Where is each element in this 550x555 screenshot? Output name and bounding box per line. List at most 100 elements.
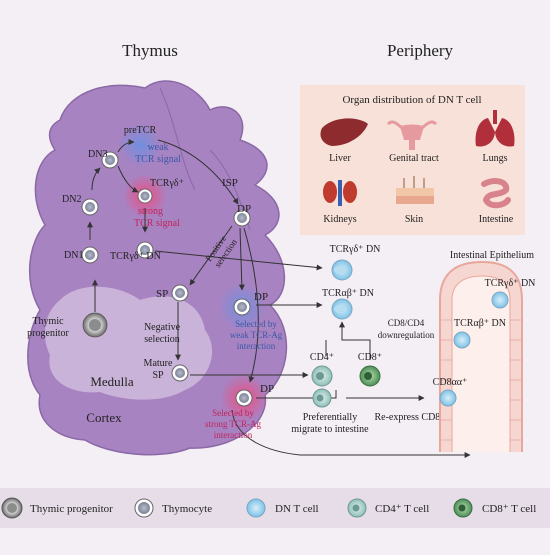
medulla-region [44,286,213,400]
tcrgd-dn-label: TCRγδ⁺ DN [110,251,161,262]
thymic-progenitor-label: Thymic [32,316,64,327]
dn2-label: DN2 [62,194,81,205]
legend-thymic-progenitor-icon [1,497,23,519]
reexpress-label: Re-express CD8α [374,412,446,423]
thymus-header: Thymus [122,41,178,60]
mature-sp-cell [171,364,189,382]
intestine-label: Intestine [479,214,514,225]
negative-selection-label: selection [144,334,180,345]
genital-tract-icon [386,120,438,150]
strong-selection-label: strong TCR-Ag [205,419,262,429]
arrow [243,227,259,383]
strong-selection-label: interaction [214,430,253,440]
strong-tcr-label: TCR signal [134,218,180,229]
kidneys-icon [323,180,357,206]
arrow [339,321,371,360]
sp-cell [171,284,189,302]
strong-tcr-label: strong [138,206,163,217]
cd4-cell [311,365,333,387]
tcrgd-cell [137,188,153,204]
periphery-tcrgd-dn-label: TCRγδ⁺ DN [330,244,381,255]
organ-distribution-panel [300,85,525,235]
legend-thymocyte-label: Thymocyte [162,503,212,515]
thymic-progenitor-cell [82,312,108,338]
weak-tcr-label: weak [147,142,168,153]
epithelium-tcrgd-cell [491,291,509,309]
legend-cd8-t-cell-label: CD8⁺ T cell [482,503,536,515]
weak-selection-label: Selected by [235,319,277,329]
cd4-label: CD4⁺ [310,352,334,363]
arrow [256,390,337,399]
tcrgd-label: TCRγδ⁺ [150,178,184,189]
epithelium-title: Intestinal Epithelium [450,250,534,261]
migrating-cd4-cell [312,388,332,408]
dn3-label: DN3 [88,149,107,160]
skin-label: Skin [405,214,423,225]
dn2-cell [81,198,99,216]
dp-label: DP [237,203,251,215]
periphery-tcrab-dn-label: TCRαβ⁺ DN [322,288,374,299]
legend-thymic-progenitor-label: Thymic progenitor [30,503,113,515]
cd8-cell [359,365,381,387]
mature-sp-label: SP [152,370,164,381]
arrow [154,250,323,271]
thymic-progenitor-label: progenitor [27,328,69,339]
epithelium-tcrab-cell [453,331,471,349]
arrow [157,139,239,205]
negative-selection-label: Negative [144,322,181,333]
weak-tcr-label: TCR signal [135,154,181,165]
tcrgd-dn-cell [136,241,154,259]
periphery-tcrab-dn-cell [331,298,353,320]
legend-dn-t-cell-icon [246,498,266,518]
arrow [117,165,139,193]
cd8-label: CD8⁺ [358,352,382,363]
pretcr-label: preTCR [124,125,157,136]
periphery-tcrgd-dn-cell [331,259,353,281]
weak-selection-label: weak TCR-Ag [230,330,283,340]
dp-weak-cell [233,298,251,316]
arrow [189,225,233,286]
liver-icon [320,118,368,146]
dp-strong-label: DP [260,383,274,395]
migrate-label: Preferentially [303,412,357,423]
legend-cd4-t-cell-icon [347,498,367,518]
isp-label: ISP [222,177,238,189]
liver-label: Liver [329,153,351,164]
periphery-header: Periphery [387,41,454,60]
arrow [117,139,135,153]
lobule-line [159,87,196,191]
dn3-cell [101,151,119,169]
intestine-icon [481,178,511,209]
intestinal-villus [439,260,523,452]
arrow [91,167,101,191]
medulla-label: Medulla [90,374,134,389]
epithelium-cd8aa-label: CD8αα⁺ [433,377,468,388]
strong-selection-label: Selected by [212,408,254,418]
migrate-label: migrate to intestine [291,424,369,435]
cortex-label: Cortex [86,410,122,425]
sp-label: SP [156,288,168,300]
downregulation-label: CD8/CD4 [388,318,425,328]
dp-strong-cell [235,389,253,407]
legend-thymocyte-icon [134,498,154,518]
dp-weak-label: DP [254,291,268,303]
weak-signal-glow [118,123,162,167]
organ-panel-title: Organ distribution of DN T cell [342,94,481,106]
lungs-label: Lungs [483,153,508,164]
skin-icon [396,176,434,204]
dn1-cell [81,246,99,264]
arrow [231,409,471,458]
genital-tract-label: Genital tract [389,153,439,164]
epithelium-tcrab-label: TCRαβ⁺ DN [454,318,506,329]
dp-cell [233,209,251,227]
weak-selection-label: interaction [237,341,276,351]
downregulation-label: downregulation [378,330,435,340]
dn1-label: DN1 [64,250,83,261]
legend-dn-t-cell-label: DN T cell [275,503,319,515]
epithelium-tcrgd-label: TCRγδ⁺ DN [485,278,536,289]
arrow [238,227,245,291]
legend-cd4-t-cell-label: CD4⁺ T cell [375,503,429,515]
legend-cd8-t-cell-icon [453,498,473,518]
